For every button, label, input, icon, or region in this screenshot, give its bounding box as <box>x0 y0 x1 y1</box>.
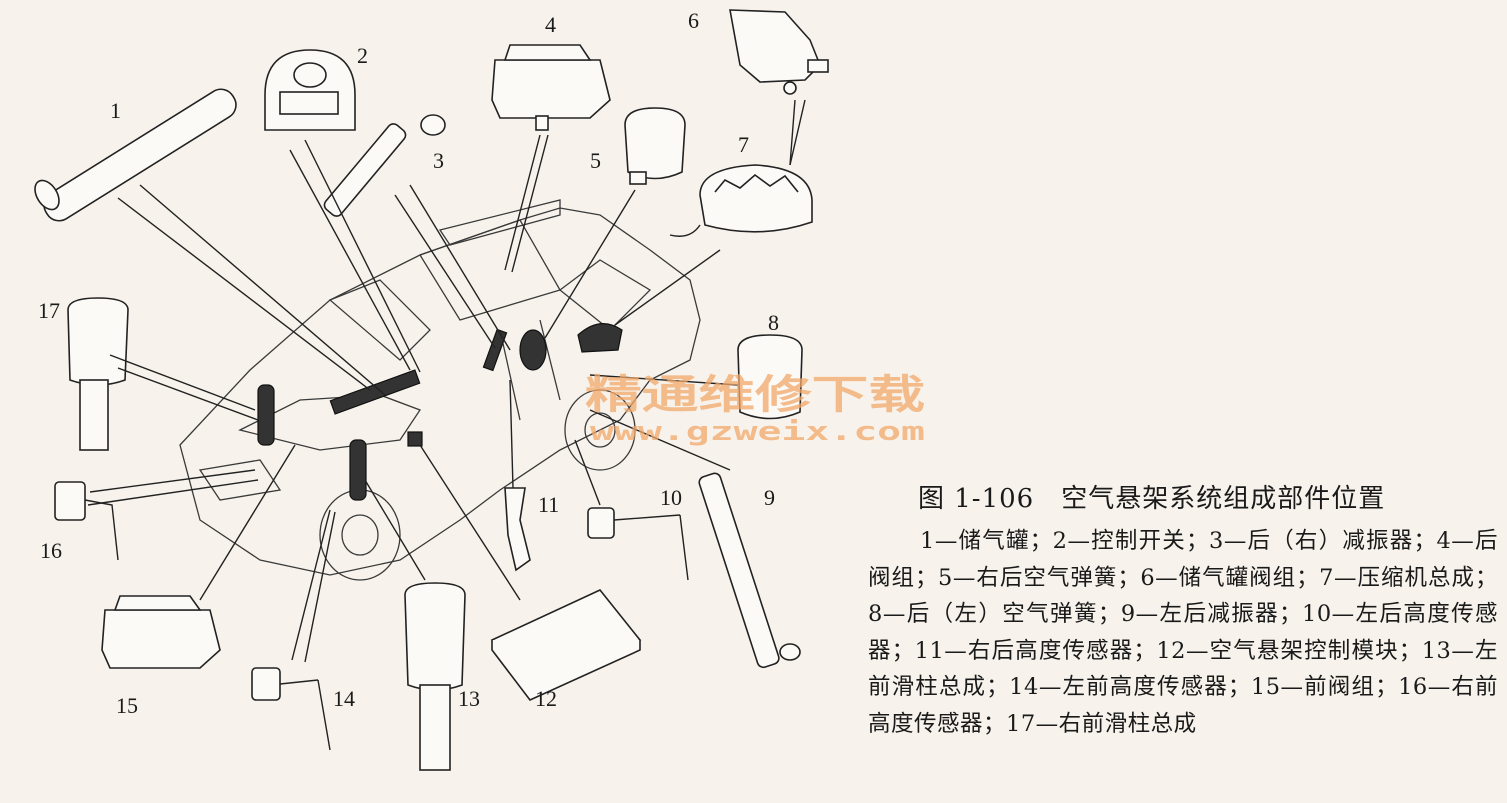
part-8-left-rear-air-spring <box>737 334 803 420</box>
callout-6: 6 <box>688 8 699 33</box>
callout-12: 12 <box>535 686 557 711</box>
part-9-left-rear-damper <box>698 472 801 669</box>
leader-lines <box>87 99 806 663</box>
callout-8: 8 <box>768 310 779 335</box>
part-1-air-reservoir <box>34 88 237 222</box>
part-11-right-rear-height-sensor <box>504 487 531 572</box>
part-4-rear-valve-block <box>491 44 611 131</box>
callout-15: 15 <box>116 693 138 718</box>
callout-10: 10 <box>660 485 682 510</box>
watermark-text: 精通维修下载 <box>585 372 925 418</box>
part-14-left-front-height-sensor <box>251 667 331 751</box>
part-5-right-rear-air-spring <box>624 107 686 185</box>
part-16-right-front-height-sensor <box>54 481 119 561</box>
figure-caption: 图 1-106 空气悬架系统组成部件位置 1—储气罐；2—控制开关；3—后（右）… <box>868 478 1498 742</box>
callout-11: 11 <box>538 492 559 517</box>
part-13-left-front-strut <box>404 582 466 771</box>
part-6-reservoir-valve-block <box>729 9 829 95</box>
part-2-control-switch <box>264 49 356 131</box>
callout-1: 1 <box>110 98 121 123</box>
callout-numbers: 1 2 3 4 5 6 7 8 9 10 11 12 13 14 15 16 1… <box>38 8 779 718</box>
watermark: 精通维修下载 www.gzweix.com <box>585 372 925 447</box>
part-17-right-front-strut <box>67 297 129 451</box>
callout-14: 14 <box>333 686 355 711</box>
callout-2: 2 <box>357 43 368 68</box>
part-12-control-module <box>490 589 642 701</box>
callout-16: 16 <box>40 538 62 563</box>
callout-17: 17 <box>38 298 60 323</box>
watermark-url: www.gzweix.com <box>590 417 925 447</box>
callout-4: 4 <box>545 12 556 37</box>
part-10-left-rear-height-sensor <box>587 507 689 581</box>
callout-3: 3 <box>433 148 444 173</box>
callout-5: 5 <box>590 148 601 173</box>
callout-13: 13 <box>458 686 480 711</box>
part-15-front-valve-block <box>101 595 221 669</box>
figure-legend: 1—储气罐；2—控制开关；3—后（右）减振器；4—后阀组；5—右后空气弹簧；6—… <box>868 528 1498 737</box>
part-3-rear-right-damper <box>323 114 446 217</box>
callout-9: 9 <box>764 485 775 510</box>
callout-7: 7 <box>738 132 749 157</box>
figure-title: 图 1-106 空气悬架系统组成部件位置 <box>918 484 1386 514</box>
part-7-compressor <box>669 164 813 237</box>
